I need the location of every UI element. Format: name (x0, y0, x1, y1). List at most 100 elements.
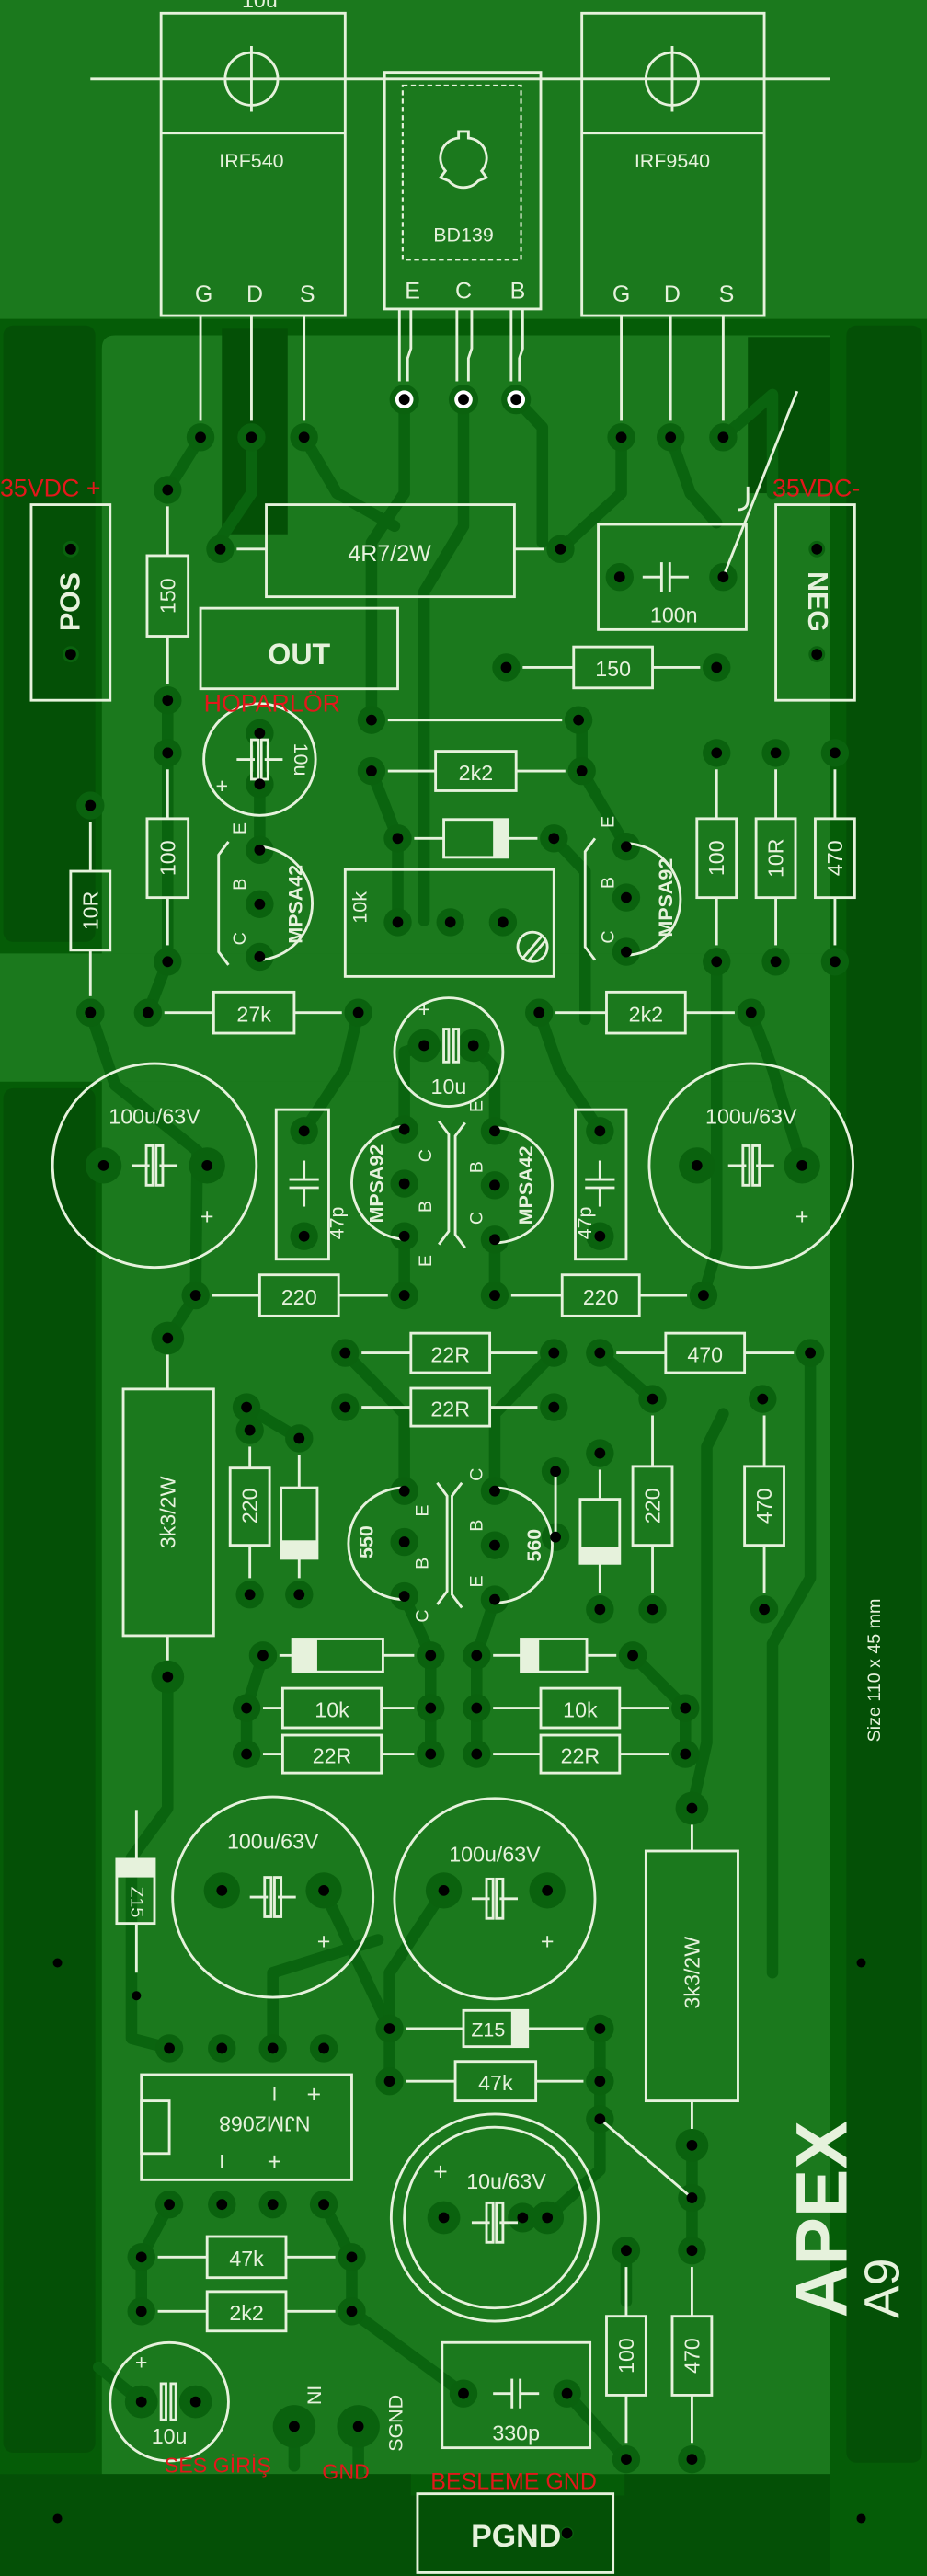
drill-hole (241, 1401, 252, 1413)
pos-terminal-label: POS (55, 572, 86, 631)
drill-hole (298, 1125, 310, 1137)
pin-mark: I (271, 2083, 277, 2105)
input-pin-label: IN (303, 2386, 325, 2405)
drill-hole (471, 1748, 483, 1760)
drill-hole (770, 956, 782, 968)
drill-hole (686, 1802, 698, 1814)
resistor-220-right (560, 1273, 641, 1317)
drill-hole (594, 2023, 606, 2034)
drill-hole (665, 431, 677, 443)
cap-plate (273, 1876, 283, 1918)
polarity-plus: + (200, 1203, 214, 1229)
capacitor-10u-mid-outline (393, 996, 505, 1108)
cap-plate (751, 1144, 761, 1187)
polarity-plus: + (795, 1203, 809, 1229)
pin-label: B (416, 1201, 436, 1213)
drill-hole-layer (52, 390, 866, 2539)
resistor-value: 220 (583, 1285, 619, 1309)
drill-hole (550, 1531, 561, 1543)
copper-trace (267, 1934, 384, 2054)
drill-hole (489, 1485, 500, 1497)
drill-hole (254, 728, 266, 739)
drill-hole (189, 1290, 201, 1301)
pin-label: C (412, 1609, 432, 1622)
resistor-4r7-body (265, 503, 516, 599)
drill-hole (293, 1432, 305, 1444)
copper-trace (717, 388, 779, 500)
drill-hole (425, 1650, 437, 1662)
pin-label: B (412, 1558, 432, 1570)
copper-trace (208, 431, 258, 556)
copper-pour-band (0, 953, 830, 1082)
drill-hole (216, 1884, 228, 1896)
pos-terminal-outline (29, 503, 112, 702)
drill-hole (458, 2387, 469, 2399)
bottom-ground-area (0, 2474, 830, 2576)
pin-label: C (230, 932, 250, 945)
drill-hole (135, 2396, 147, 2408)
neg-terminal-label: NEG (802, 571, 832, 632)
drill-hole (542, 1884, 554, 1896)
cap-plate (495, 1877, 505, 1920)
transistor-560-label: 560 (523, 1529, 545, 1562)
out-terminal-label: OUT (268, 638, 330, 671)
resistor-value: 150 (595, 657, 631, 681)
cap-plate (485, 1877, 495, 1920)
drill-hole (573, 714, 585, 726)
drill-hole (318, 2199, 329, 2211)
drill-hole (346, 2306, 358, 2317)
diode-cathode-band (510, 2010, 528, 2047)
drill-hole (339, 1347, 351, 1359)
resistor-10k-left (280, 1686, 383, 1730)
drill-hole (366, 714, 377, 726)
jumper-wire (722, 390, 799, 578)
capacitor-47p-right-outline (574, 1108, 628, 1261)
drill-hole (711, 747, 723, 759)
diode-cathode-band (116, 1858, 154, 1878)
signal-ground-label: SGND (385, 2395, 407, 2452)
resistor-value: 220 (641, 1488, 665, 1524)
transistor-560-body (494, 1486, 554, 1604)
capacitor-value: 10u (431, 1075, 467, 1098)
polarity-plus: + (418, 997, 430, 1021)
capacitor-value: 10u (290, 743, 312, 776)
irf9540-outline (580, 11, 766, 317)
drill-hole (162, 956, 174, 968)
resistor-470-right (814, 817, 856, 900)
drill-hole (796, 1159, 808, 1171)
pin-label: C (466, 1468, 486, 1481)
resistor-value: 470 (680, 2338, 704, 2374)
drill-hole (318, 2042, 329, 2054)
resistor-value: 100 (155, 840, 179, 876)
resistor-10r-left (69, 869, 112, 952)
trimmer-value: 10k (349, 891, 371, 924)
capacitor-10u63v-inner (403, 2125, 587, 2310)
diode-body (520, 1638, 589, 1673)
pgnd-terminal-outline (416, 2492, 615, 2574)
drill-hole (811, 543, 823, 555)
top-copper-area (0, 0, 927, 319)
drill-hole (621, 2454, 632, 2466)
resistor-150-horizontal (572, 645, 654, 690)
drill-hole (594, 1347, 606, 1359)
drill-hole (594, 1230, 606, 1242)
capacitor-100u-lower-right-value: 100u/63V (449, 1843, 541, 1867)
pin-label: E (466, 1575, 486, 1587)
capacitor-100u-left-value: 100u/63V (109, 1104, 200, 1128)
left-ground-strip-lower (3, 1087, 96, 2453)
drill-hole (142, 1006, 154, 1018)
trimmer-slot (521, 934, 544, 960)
resistor-22r-right (539, 1733, 622, 1775)
resistor-3k3-right-body (644, 1849, 739, 2103)
diode-cathode-band (493, 819, 509, 857)
main-copper-pour (101, 335, 830, 2475)
model-label: A9 (855, 2259, 910, 2319)
pin-label: E (230, 822, 250, 834)
drill-hole (680, 1748, 692, 1760)
resistor-value: 220 (238, 1488, 262, 1524)
drill-hole (298, 1230, 310, 1242)
drill-hole (647, 1393, 658, 1405)
resistor-150-vertical (145, 554, 190, 638)
drill-hole (418, 1040, 430, 1052)
pin-label: B (598, 877, 618, 889)
